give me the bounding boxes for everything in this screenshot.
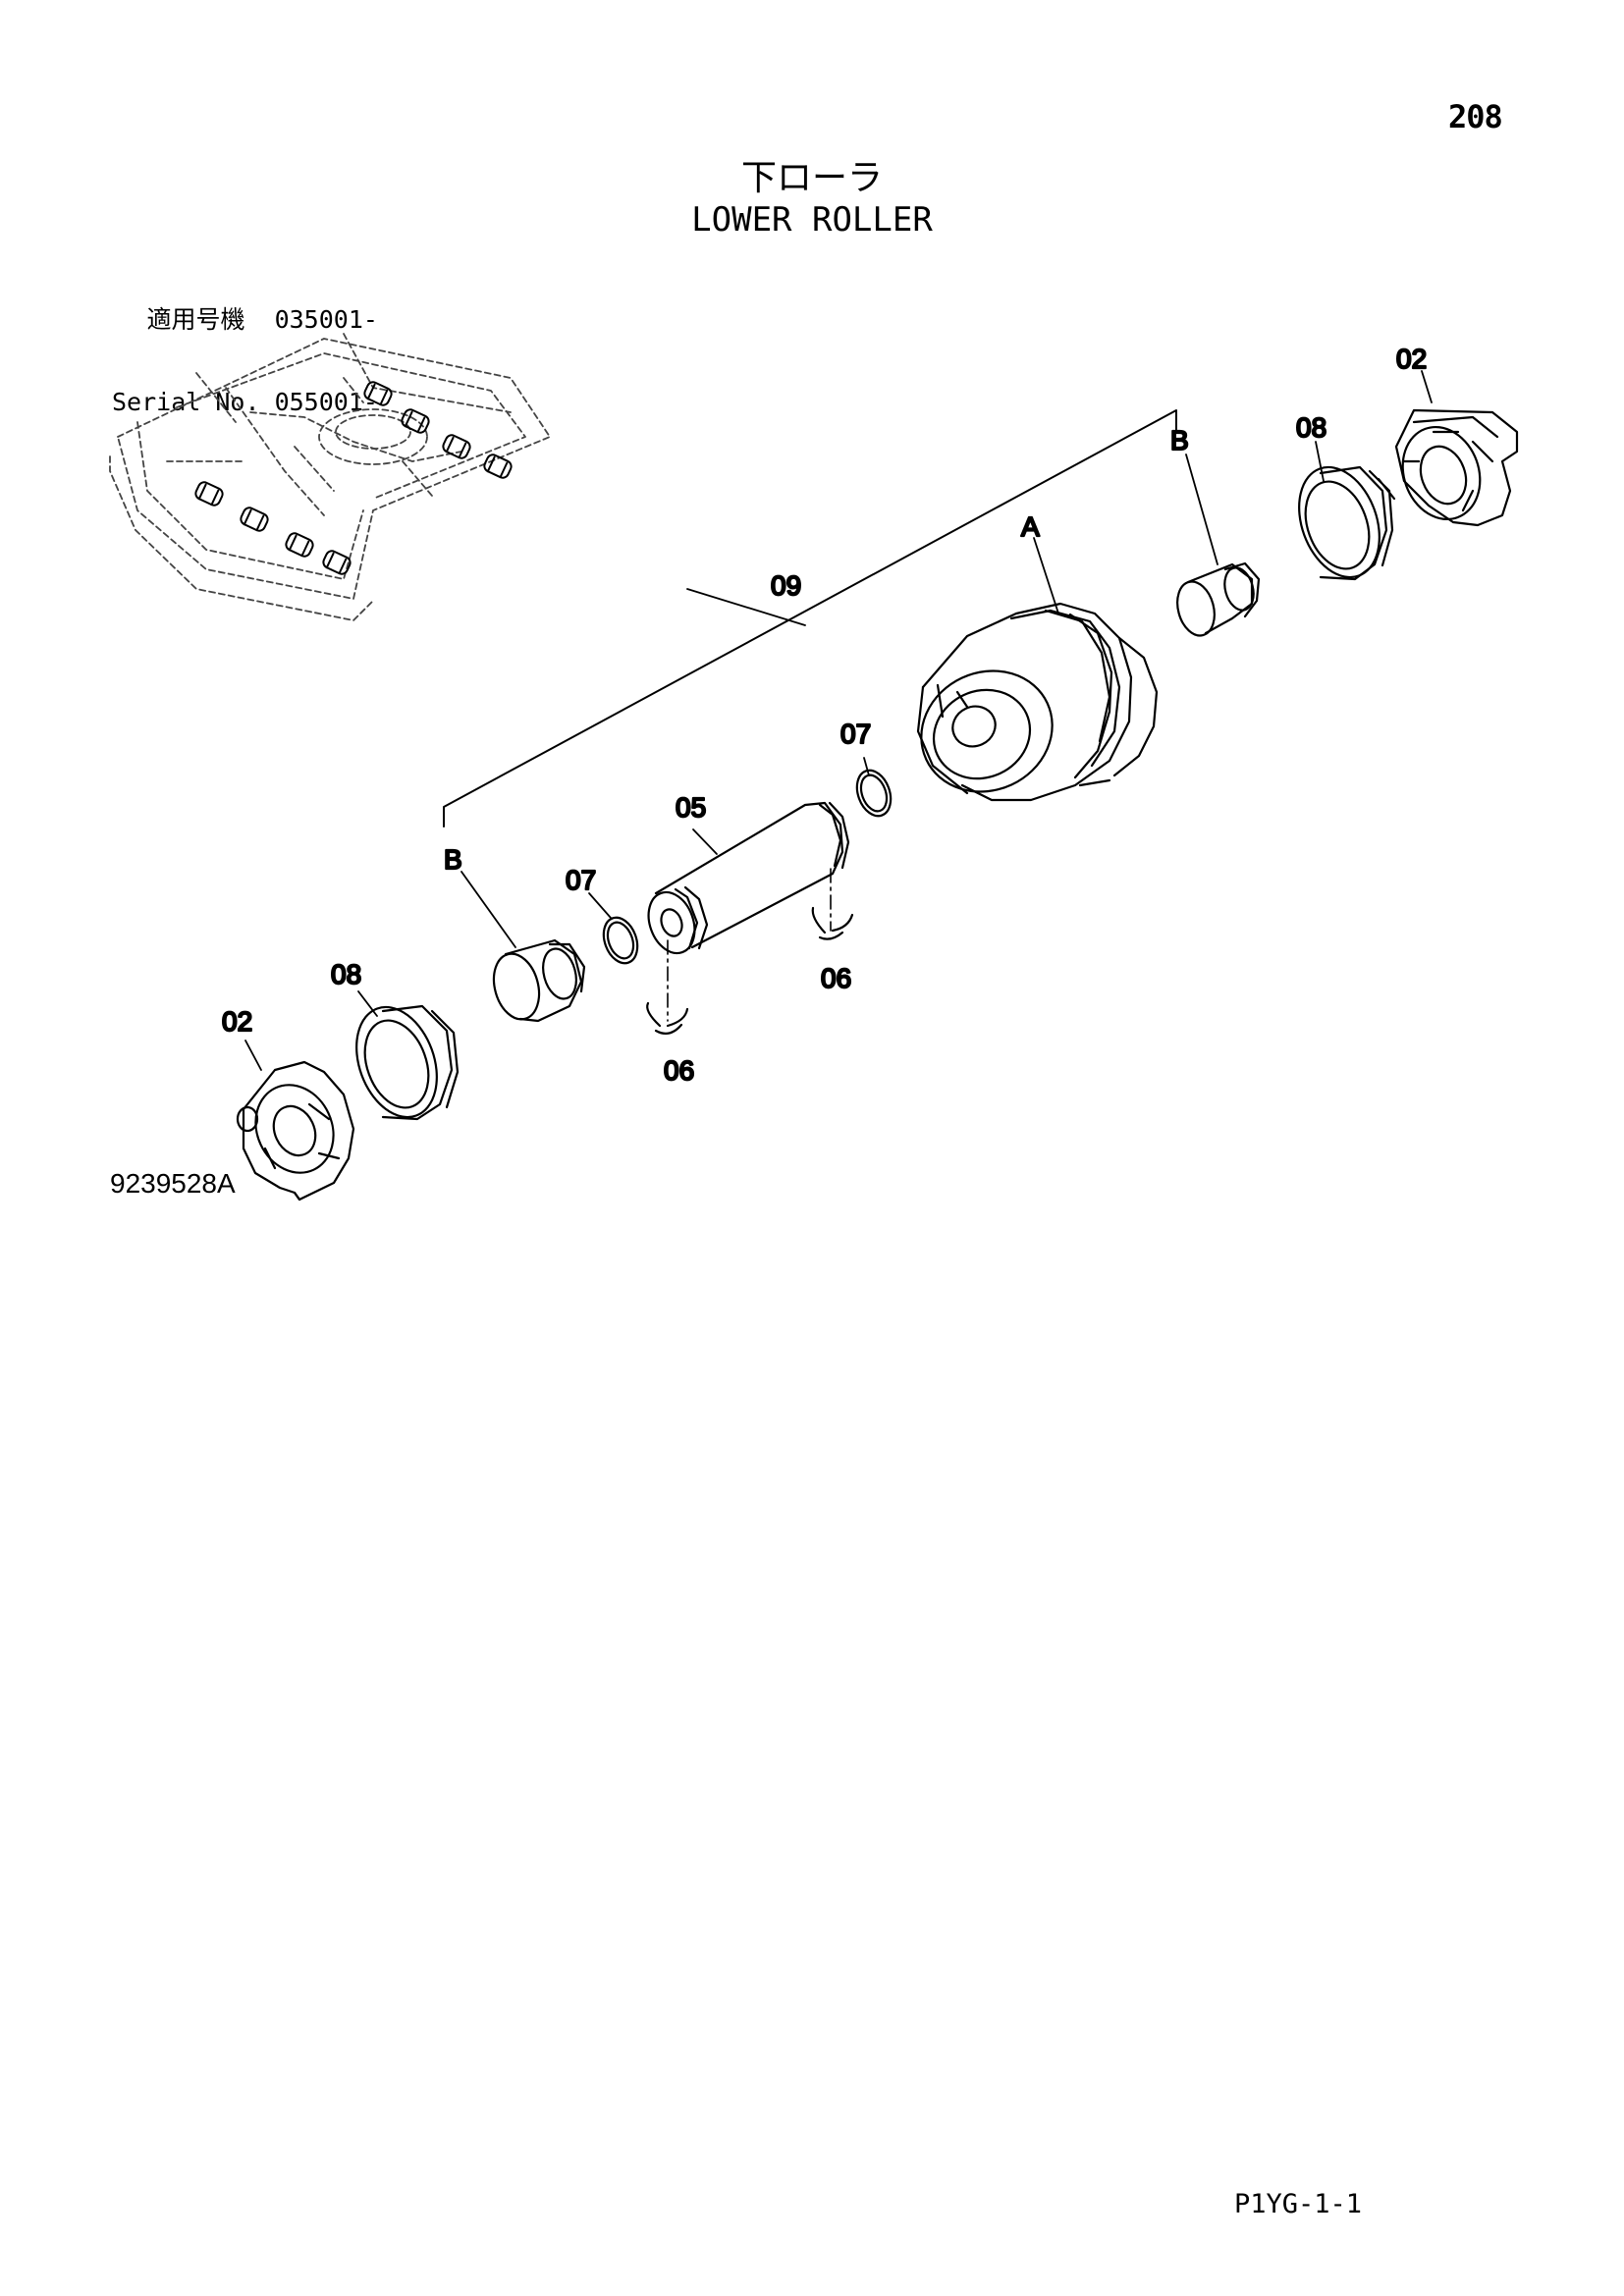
thumb-roller-7 bbox=[285, 532, 314, 558]
part-06-clip-left bbox=[646, 1001, 689, 1036]
part-07-oring-lower bbox=[602, 916, 639, 965]
callout-06-left: 06 bbox=[664, 1055, 694, 1086]
part-b-bushing-right bbox=[1176, 561, 1261, 637]
title-english: LOWER ROLLER bbox=[691, 200, 933, 240]
part-b-bushing-left bbox=[492, 938, 586, 1023]
serial-jp-value: 035001- bbox=[274, 305, 378, 334]
undercarriage-thumbnail bbox=[109, 333, 551, 621]
thumb-roller-4 bbox=[483, 454, 513, 479]
callout-07-upper: 07 bbox=[840, 719, 871, 749]
callout-08-left: 08 bbox=[331, 959, 361, 989]
thumb-roller-2 bbox=[401, 408, 430, 434]
part-08-seal-right bbox=[1298, 465, 1396, 581]
thumb-roller-6 bbox=[240, 507, 269, 532]
part-06-clip-right bbox=[811, 906, 854, 940]
callout-05: 05 bbox=[676, 792, 706, 823]
leader-07-lower bbox=[588, 892, 612, 919]
part-05-shaft bbox=[647, 801, 850, 955]
leader-a bbox=[1033, 537, 1059, 614]
callout-08-right: 08 bbox=[1296, 412, 1326, 443]
thumb-roller-3 bbox=[442, 434, 471, 459]
callout-06-right: 06 bbox=[821, 963, 851, 993]
thumb-roller-8 bbox=[322, 550, 352, 575]
leader-08-right bbox=[1315, 441, 1325, 482]
center-lines bbox=[667, 868, 832, 1022]
page-number: 208 bbox=[1448, 98, 1503, 135]
callout-b-left: B bbox=[444, 844, 462, 875]
drawing-code: 9239528A bbox=[110, 1168, 236, 1199]
leader-lines bbox=[244, 370, 1433, 1071]
leader-05 bbox=[692, 828, 718, 855]
callout-a: A bbox=[1021, 511, 1040, 542]
page-reference: P1YG-1-1 bbox=[1234, 2189, 1363, 2219]
serial-en-value: 055001- bbox=[274, 388, 378, 416]
callout-07-lower: 07 bbox=[566, 865, 596, 895]
leader-07-upper bbox=[863, 757, 870, 776]
leader-b-right bbox=[1185, 454, 1218, 565]
serial-jp-label: 適用号機 bbox=[146, 305, 245, 334]
callout-09: 09 bbox=[771, 570, 801, 601]
callout-02-left: 02 bbox=[222, 1006, 252, 1037]
serial-jp-row: 適用号機 035001- bbox=[112, 305, 378, 334]
serial-en-row: Serial No. 055001- bbox=[112, 389, 378, 416]
thumbnail-rollers bbox=[194, 381, 513, 575]
leader-08-left bbox=[357, 990, 378, 1017]
part-07-oring-upper bbox=[855, 769, 893, 818]
thumb-roller-5 bbox=[194, 481, 224, 507]
part-02-collar-left bbox=[236, 1060, 355, 1201]
leader-02-right bbox=[1421, 370, 1433, 403]
serial-en-label: Serial No. bbox=[112, 388, 260, 416]
title-japanese: 下ローラ bbox=[740, 158, 883, 198]
thumb-roller-1 bbox=[363, 381, 393, 406]
leader-09 bbox=[686, 588, 806, 626]
part-02-collar-right bbox=[1394, 408, 1519, 527]
callout-02-right: 02 bbox=[1396, 344, 1427, 374]
serial-number-block: 適用号機 035001- Serial No. 055001- bbox=[112, 251, 378, 444]
assembly-bracket-09 bbox=[443, 409, 1177, 828]
leader-02-left bbox=[244, 1040, 262, 1071]
leader-b-left bbox=[460, 871, 516, 948]
part-a-roller-wheel bbox=[916, 602, 1159, 802]
callout-b-right: B bbox=[1170, 425, 1189, 455]
part-08-seal-left bbox=[355, 1004, 460, 1121]
